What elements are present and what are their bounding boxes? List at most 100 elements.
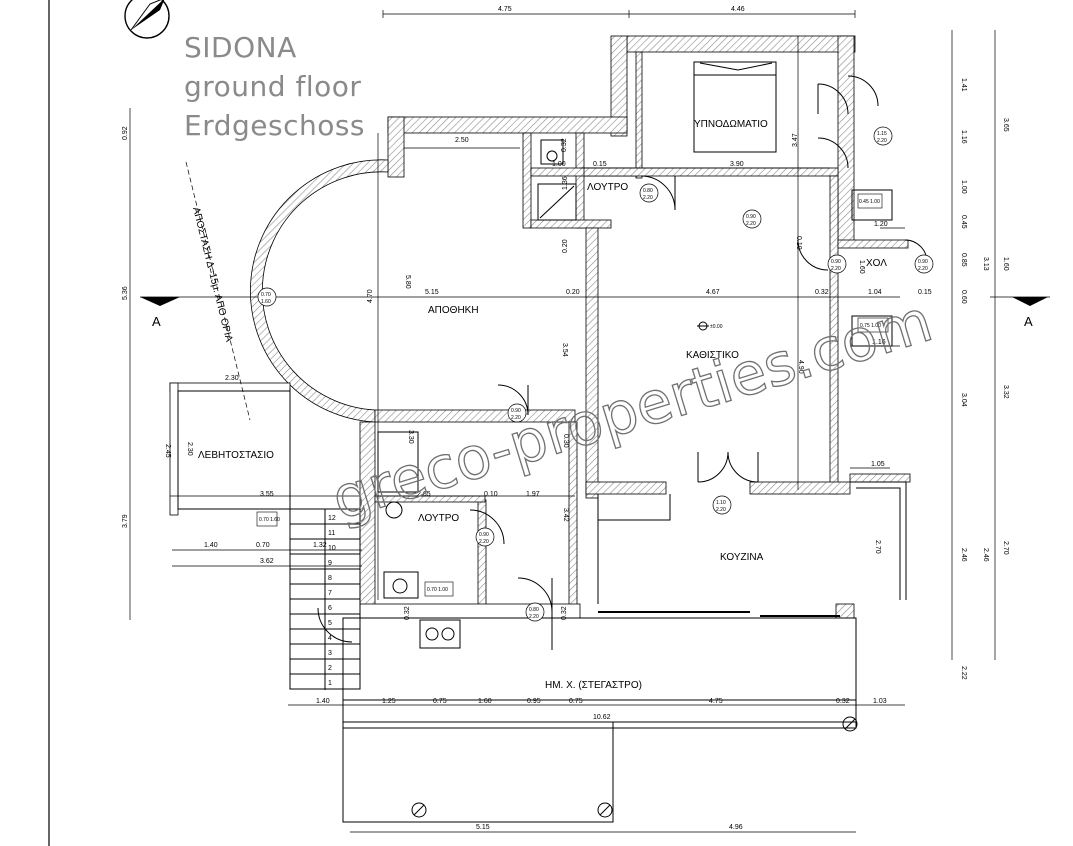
svg-text:0.15: 0.15 <box>593 161 607 168</box>
svg-text:0.80: 0.80 <box>529 607 539 613</box>
room-label-storage: ΑΠΟΘΗΚΗ <box>428 305 479 316</box>
svg-text:0.60: 0.60 <box>960 290 967 304</box>
svg-text:1.40: 1.40 <box>204 542 218 549</box>
svg-text:3.47: 3.47 <box>792 133 799 147</box>
svg-text:1: 1 <box>328 680 332 687</box>
svg-text:0.92: 0.92 <box>122 126 129 140</box>
svg-text:0.32: 0.32 <box>404 606 411 620</box>
svg-text:5: 5 <box>328 620 332 627</box>
svg-text:1.10: 1.10 <box>716 500 726 506</box>
svg-text:4.75: 4.75 <box>498 6 512 13</box>
svg-text:0.45 1.00: 0.45 1.00 <box>859 199 880 205</box>
svg-text:1.05: 1.05 <box>871 461 885 468</box>
svg-text:9: 9 <box>328 560 332 567</box>
svg-text:4.67: 4.67 <box>706 289 720 296</box>
svg-text:0.10: 0.10 <box>484 491 498 498</box>
svg-text:0.90: 0.90 <box>511 408 521 414</box>
svg-text:0.75: 0.75 <box>433 698 447 705</box>
svg-text:0.90: 0.90 <box>479 532 489 538</box>
svg-text:0.32: 0.32 <box>561 138 568 152</box>
svg-text:5.15: 5.15 <box>425 289 439 296</box>
svg-text:0.32: 0.32 <box>561 606 568 620</box>
svg-text:0.95: 0.95 <box>527 698 541 705</box>
svg-text:2.30: 2.30 <box>186 442 193 456</box>
walls <box>169 35 911 619</box>
svg-text:3.32: 3.32 <box>1002 385 1009 399</box>
dimension-lines <box>129 10 1050 833</box>
svg-text:0.75 1.00: 0.75 1.00 <box>860 323 881 329</box>
svg-text:2.22: 2.22 <box>960 666 967 680</box>
svg-text:4.70: 4.70 <box>367 289 374 303</box>
svg-text:4.90: 4.90 <box>797 360 804 374</box>
dimension-texts: 4.75 4.46 1.40 1.25 0.75 1.60 0.95 0.75 … <box>122 6 1009 831</box>
svg-text:1.97: 1.97 <box>526 491 540 498</box>
svg-text:2.50: 2.50 <box>455 137 469 144</box>
svg-text:0.85: 0.85 <box>960 253 967 267</box>
svg-text:0.70: 0.70 <box>261 292 271 298</box>
svg-text:0.20: 0.20 <box>562 239 569 253</box>
svg-text:3.30: 3.30 <box>407 430 414 444</box>
svg-text:0.30: 0.30 <box>562 434 569 448</box>
svg-text:0.80: 0.80 <box>643 188 653 194</box>
svg-text:1.40: 1.40 <box>316 698 330 705</box>
svg-text:2.45: 2.45 <box>164 444 171 458</box>
north-arrow-icon <box>124 0 170 39</box>
room-label-hall: ΧΟΛ <box>866 258 887 269</box>
svg-text:3.54: 3.54 <box>561 343 568 357</box>
svg-text:0.45: 0.45 <box>960 215 967 229</box>
door-tags <box>257 126 934 622</box>
svg-text:5.80: 5.80 <box>404 275 411 289</box>
svg-text:2.20: 2.20 <box>479 539 489 545</box>
svg-text:0.70: 0.70 <box>256 542 270 549</box>
svg-text:0.75: 0.75 <box>569 698 583 705</box>
svg-text:2.20: 2.20 <box>716 507 726 513</box>
svg-text:0.90: 0.90 <box>918 259 928 265</box>
svg-text:4.96: 4.96 <box>729 824 743 831</box>
svg-text:0.70 1.60: 0.70 1.60 <box>259 517 280 523</box>
plan-subtitle-en: ground floor <box>184 70 362 103</box>
svg-text:1.41: 1.41 <box>960 78 967 92</box>
svg-text:3.13: 3.13 <box>982 257 989 271</box>
room-label-porch: ΗΜ. Χ. (ΣΤΕΓΑΣΤΡΟ) <box>545 680 642 691</box>
svg-text:2.20: 2.20 <box>831 266 841 272</box>
level-mark: ±0.00 <box>697 321 723 331</box>
svg-text:1.25: 1.25 <box>382 698 396 705</box>
room-label-kitchen: ΚΟΥΖΙΝΑ <box>720 552 764 563</box>
svg-text:7: 7 <box>328 590 332 597</box>
svg-text:1.60: 1.60 <box>261 299 271 305</box>
room-label-living: ΚΑΘΙΣΤΙΚΟ <box>686 350 739 361</box>
svg-text:1.60: 1.60 <box>858 260 865 274</box>
svg-text:1.60: 1.60 <box>1002 257 1009 271</box>
svg-text:2.46: 2.46 <box>982 548 989 562</box>
svg-text:2.70: 2.70 <box>1002 541 1009 555</box>
plan-title: SIDONA <box>184 31 297 64</box>
svg-text:3: 3 <box>328 650 332 657</box>
svg-text:2.20: 2.20 <box>746 221 756 227</box>
svg-text:3.04: 3.04 <box>960 393 967 407</box>
svg-text:0.70 1.00: 0.70 1.00 <box>427 587 448 593</box>
svg-text:2.70: 2.70 <box>874 540 881 554</box>
svg-text:3.90: 3.90 <box>730 161 744 168</box>
door-tag-texts: 0.802.20 1.152.20 0.902.20 0.902.20 0.90… <box>261 131 928 620</box>
room-label-bedroom: ΥΠΝΟΔΩΜΑΤΙΟ <box>694 119 768 130</box>
columns <box>411 716 858 818</box>
svg-text:3.79: 3.79 <box>122 514 129 528</box>
svg-text:±0.00: ±0.00 <box>710 324 723 330</box>
svg-text:11: 11 <box>328 530 335 537</box>
room-label-boiler: ΛΕΒΗΤΟΣΤΑΣΙΟ <box>198 450 274 461</box>
svg-text:3.62: 3.62 <box>260 558 274 565</box>
svg-text:A: A <box>1024 314 1033 329</box>
svg-text:1.20: 1.20 <box>874 221 888 228</box>
svg-text:2: 2 <box>328 665 332 672</box>
svg-text:4.46: 4.46 <box>731 6 745 13</box>
svg-text:2.20: 2.20 <box>643 195 653 201</box>
room-label-bath-upper: ΛΟΥΤΡΟ <box>587 182 628 193</box>
svg-text:2.20: 2.20 <box>529 614 539 620</box>
svg-text:1.16: 1.16 <box>960 130 967 144</box>
svg-text:6: 6 <box>328 605 332 612</box>
svg-text:1.04: 1.04 <box>868 289 882 296</box>
svg-text:12: 12 <box>328 515 336 522</box>
svg-text:2.65: 2.65 <box>417 491 431 498</box>
svg-text:0.15: 0.15 <box>918 289 932 296</box>
svg-text:1.36: 1.36 <box>562 176 569 190</box>
